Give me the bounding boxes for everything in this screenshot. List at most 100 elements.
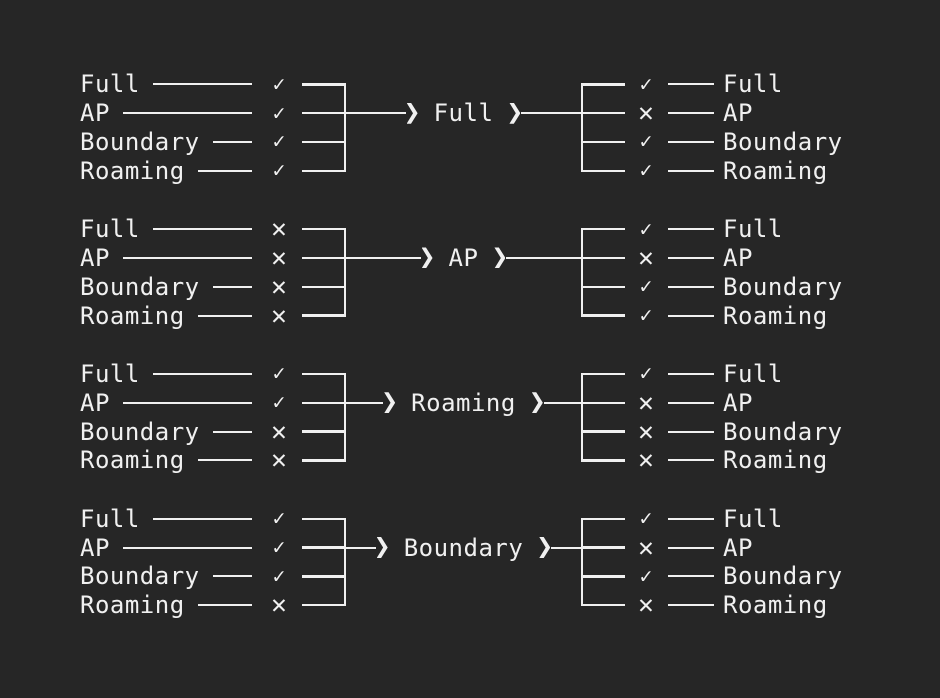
mode-connector: Roaming	[346, 360, 581, 475]
cross-mark-icon: ✕	[271, 445, 287, 476]
row-label: Full	[80, 215, 140, 244]
chevron-right-icon	[376, 537, 388, 559]
row-label: AP	[723, 99, 753, 128]
mode-connector: Full	[346, 70, 582, 185]
row-label: Boundary	[723, 562, 843, 591]
wire	[346, 401, 384, 404]
left-row: Roaming ✕	[80, 301, 296, 330]
cross-mark-icon: ✕	[638, 416, 654, 447]
bracket-stub	[302, 314, 346, 317]
right-row: ✕ Boundary	[631, 417, 850, 446]
wire	[506, 256, 581, 259]
wire	[668, 314, 714, 317]
cross-mark-icon: ✕	[271, 416, 287, 447]
wire	[152, 228, 252, 231]
row-label: Roaming	[80, 156, 185, 185]
right-row: ✓ Full	[631, 504, 850, 533]
row-label: Roaming	[723, 446, 828, 475]
bracket-vertical-line	[581, 227, 584, 317]
bracket-stub	[581, 603, 625, 607]
wire	[668, 372, 714, 375]
check-mark-icon: ✓	[639, 129, 653, 154]
split-bracket	[581, 70, 631, 185]
input-rows: Full ✓ AP ✓ Boundary ✕ Roaming ✕	[80, 360, 296, 475]
output-rows: ✓ Full ✕ AP ✓ Boundary ✓ Roaming	[631, 215, 850, 330]
arrow: Boundary	[346, 536, 581, 560]
row-label: Boundary	[80, 562, 200, 591]
bracket-stub	[302, 546, 346, 549]
arrow: Roaming	[346, 391, 581, 415]
cross-mark-icon: ✕	[638, 98, 654, 129]
row-label: AP	[80, 388, 110, 417]
wire	[668, 546, 714, 549]
row-label: Full	[80, 70, 140, 99]
arrow: Full	[346, 99, 582, 128]
row-label: Boundary	[723, 127, 843, 156]
bracket-vertical-line	[343, 227, 346, 317]
row-label: AP	[80, 533, 110, 562]
wire	[152, 517, 252, 520]
check-mark-icon: ✓	[272, 390, 286, 415]
bracket-stub	[302, 459, 346, 462]
cross-mark-icon: ✕	[271, 590, 287, 621]
bracket-vertical-line	[343, 372, 346, 462]
right-row: ✕ AP	[631, 388, 850, 417]
wire	[668, 140, 714, 143]
check-mark-icon: ✓	[272, 129, 286, 154]
wire	[668, 228, 714, 231]
mode-flow-group: Full ✓ AP ✓ Boundary ✓ Roaming ✓	[80, 70, 850, 185]
wire	[212, 430, 252, 433]
bracket-vertical-line	[343, 83, 346, 172]
merge-bracket	[296, 215, 346, 330]
bracket-stub	[302, 285, 346, 288]
wire	[668, 256, 714, 259]
left-row: AP ✓	[80, 388, 296, 417]
wire	[122, 256, 252, 259]
bracket-stub	[581, 517, 625, 520]
row-label: AP	[80, 99, 110, 128]
right-row: ✕ AP	[631, 533, 850, 562]
row-label: Boundary	[80, 417, 200, 446]
left-row: Boundary ✕	[80, 272, 296, 301]
bracket-stub	[302, 575, 346, 578]
row-label: Boundary	[80, 127, 200, 156]
bracket-stub	[302, 140, 346, 144]
mode-label: Full	[433, 99, 494, 128]
right-row: ✓ Boundary	[631, 562, 850, 591]
mode-label: Boundary	[403, 533, 524, 562]
wire	[668, 430, 714, 433]
right-row: ✕ AP	[631, 99, 850, 128]
mode-connector: AP	[346, 215, 581, 330]
wire	[152, 372, 252, 375]
wire	[668, 401, 714, 404]
bracket-stub	[581, 430, 625, 433]
bracket-stub	[302, 430, 346, 433]
check-mark-icon: ✓	[639, 563, 653, 588]
split-bracket	[581, 360, 631, 475]
row-label: Roaming	[723, 301, 828, 330]
check-mark-icon: ✓	[272, 361, 286, 386]
cross-mark-icon: ✕	[271, 300, 287, 331]
check-mark-icon: ✓	[272, 100, 286, 125]
chevron-right-icon	[406, 102, 418, 124]
merge-bracket	[296, 504, 346, 619]
right-row: ✓ Roaming	[631, 156, 850, 185]
left-row: Roaming ✕	[80, 591, 296, 620]
bracket-stub	[581, 285, 625, 288]
bracket-stub	[302, 83, 346, 86]
merge-bracket	[296, 360, 346, 475]
chevron-right-icon	[531, 392, 543, 414]
check-mark-icon: ✓	[639, 274, 653, 299]
row-label: Boundary	[723, 417, 843, 446]
check-mark-icon: ✓	[272, 563, 286, 588]
wire	[543, 401, 581, 404]
mode-label: Roaming	[411, 388, 516, 417]
right-row: ✓ Full	[631, 70, 850, 99]
cross-mark-icon: ✕	[271, 214, 287, 245]
left-row: AP ✓	[80, 99, 296, 128]
chevron-right-icon	[539, 537, 551, 559]
left-row: AP ✓	[80, 533, 296, 562]
bracket-vertical-line	[581, 517, 584, 607]
row-label: Boundary	[80, 272, 200, 301]
wire	[668, 112, 714, 115]
